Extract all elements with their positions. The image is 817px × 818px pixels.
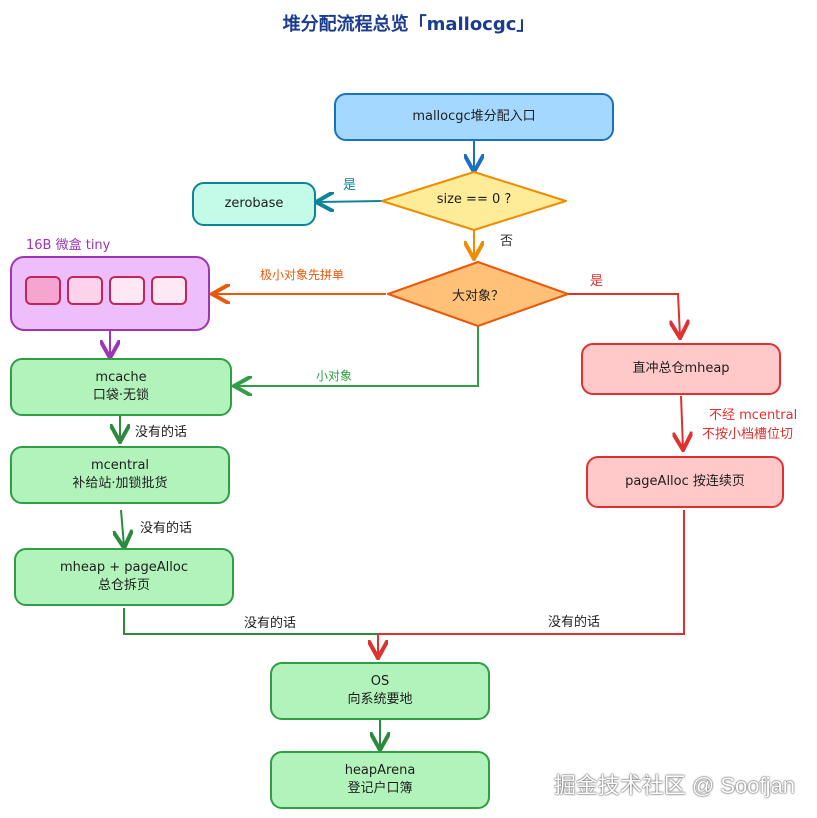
edge-label-yes-zero: 是	[343, 178, 357, 193]
size-check-diamond	[381, 171, 567, 231]
entry-node: mallocgc堆分配入口	[334, 93, 614, 141]
pagealloc-label: pageAlloc 按连续页	[625, 474, 745, 489]
edge-size-to-zerobase	[318, 201, 383, 202]
edge-direct-to-pagealloc	[681, 395, 683, 448]
pagealloc-node: pageAlloc 按连续页	[586, 456, 784, 508]
os-title: OS	[370, 674, 390, 689]
tiny-slot-1	[25, 276, 61, 305]
edge-label-no-zero: 否	[500, 234, 514, 249]
watermark: 掘金技术社区 @ Soofjan	[553, 773, 795, 798]
mcentral-title: mcentral	[90, 458, 150, 473]
heaparena-desc: 登记户口簿	[347, 781, 413, 796]
zerobase-label: zerobase	[224, 196, 284, 211]
os-node: OS 向系统要地	[270, 662, 490, 720]
heaparena-title: heapArena	[344, 763, 416, 778]
edge-large-to-direct	[568, 293, 680, 336]
tiny-box-label: 16B 微盒 tiny	[26, 238, 111, 253]
edge-label-small-obj: 小对象	[316, 369, 353, 383]
mcache-title: mcache	[95, 370, 147, 385]
mcentral-node: mcentral 补给站·加锁批货	[10, 446, 230, 504]
edge-label-skip-2: 不按小档槽位切	[702, 427, 794, 442]
page-title: 堆分配流程总览「mallocgc」	[282, 14, 535, 35]
large-check-label: 大对象？	[451, 289, 504, 304]
edge-pagealloc-to-os	[378, 510, 685, 656]
mheap-node: mheap + pageAlloc 总仓拆页	[14, 548, 234, 606]
tiny-slot-3	[109, 276, 145, 305]
edge-label-miss-4: 没有的话	[548, 615, 601, 630]
tiny-slot-4	[151, 276, 187, 305]
size-check-label: size == 0 ?	[436, 192, 512, 207]
edge-label-skip-1: 不经 mcentral	[709, 408, 798, 423]
large-check-diamond	[387, 261, 569, 327]
entry-label: mallocgc堆分配入口	[412, 109, 536, 124]
edge-mcentral-to-mheap	[121, 509, 124, 546]
mheap-desc: 总仓拆页	[97, 578, 150, 593]
edge-label-miss-1: 没有的话	[135, 425, 188, 440]
edge-large-to-mcache	[236, 326, 479, 386]
mcentral-desc: 补给站·加锁批货	[72, 476, 168, 491]
direct-mheap-node: 直冲总仓mheap	[581, 343, 781, 395]
mcache-node: mcache 口袋·无锁	[10, 358, 232, 416]
os-desc: 向系统要地	[347, 692, 413, 707]
edge-label-yes-large: 是	[590, 274, 604, 289]
direct-mheap-label: 直冲总仓mheap	[632, 361, 730, 376]
zerobase-node: zerobase	[192, 182, 316, 226]
edge-label-tiny-combine: 极小对象先拼单	[260, 268, 345, 282]
tiny-slot-2	[67, 276, 103, 305]
heaparena-node: heapArena 登记户口簿	[270, 751, 490, 809]
mcache-desc: 口袋·无锁	[92, 388, 150, 403]
edge-label-miss-3: 没有的话	[244, 616, 297, 631]
mheap-title: mheap + pageAlloc	[60, 560, 188, 575]
edge-label-miss-2: 没有的话	[140, 521, 193, 536]
